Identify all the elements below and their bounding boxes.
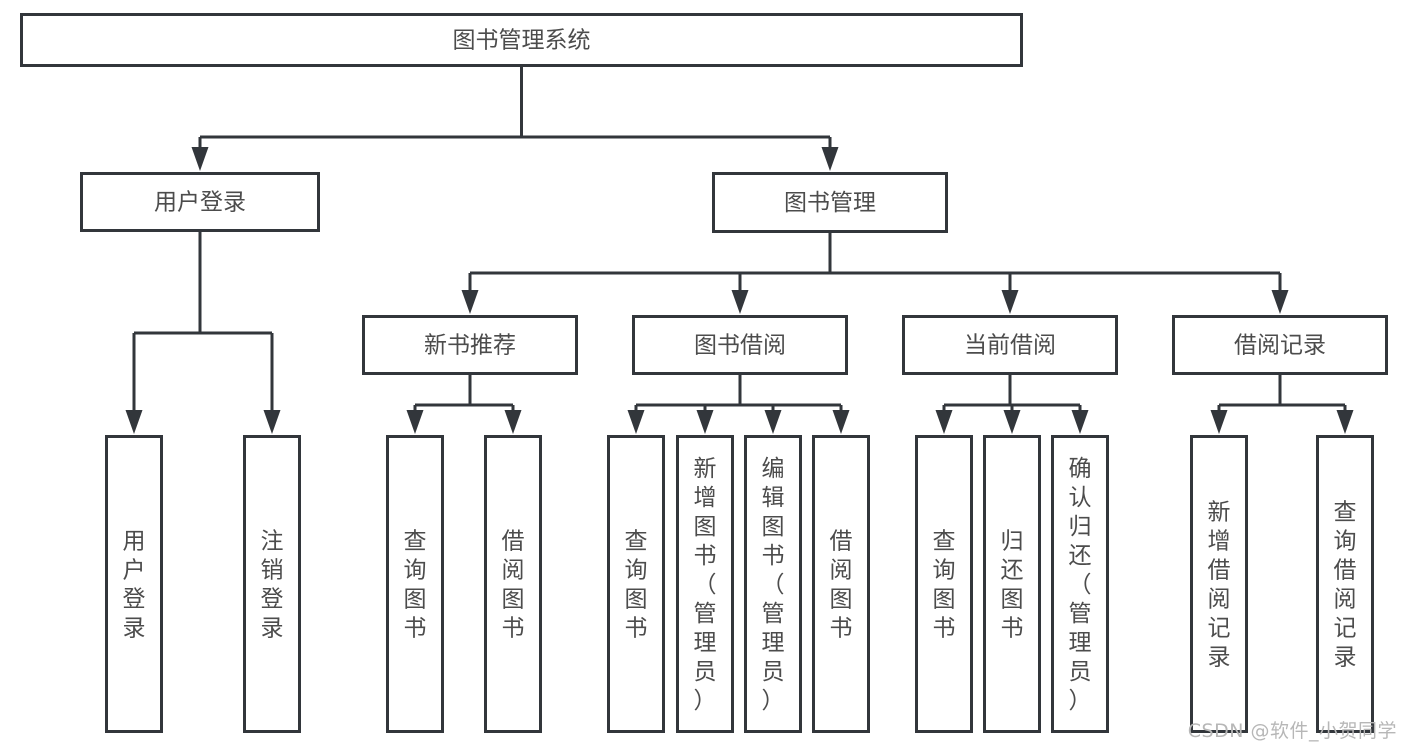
node-box[interactable] [676,435,734,733]
arrow-head-icon [1003,410,1021,434]
node-box[interactable] [1172,315,1388,375]
node-box[interactable] [80,172,320,232]
arrow-head-icon [191,147,209,171]
connector-group-l2_0 [406,375,522,434]
node-box[interactable] [105,435,163,733]
node-leaf_9[interactable]: 归还图书 [983,435,1041,733]
arrow-head-icon [406,410,424,434]
node-leaf_11[interactable]: 新增借阅记录 [1190,435,1248,733]
arrow-head-icon [731,290,749,314]
connector-group-l2_2 [935,375,1089,434]
node-l2_2[interactable]: 当前借阅 [902,315,1118,375]
arrow-head-icon [1336,410,1354,434]
node-label: 注销登录 [261,529,284,642]
arrow-head-icon [1001,290,1019,314]
node-root[interactable]: 图书管理系统 [20,13,1023,67]
arrow-head-icon [504,410,522,434]
node-label: 图书管理系统 [453,28,591,54]
node-label: 查询图书 [625,529,648,642]
node-label: 新书推荐 [424,333,516,359]
node-label: 当前借阅 [964,333,1056,359]
connector-group-l2_1 [627,375,850,434]
watermark-text: CSDN @软件_小贺同学 [1187,720,1397,742]
node-box[interactable] [362,315,578,375]
arrow-head-icon [627,410,645,434]
connector-group-l2_3 [1210,375,1354,434]
node-label: 归还图书 [1001,529,1024,642]
node-box[interactable] [983,435,1041,733]
node-box[interactable] [812,435,870,733]
connector-group-l1_0 [125,232,281,434]
arrow-head-icon [764,410,782,434]
node-label: 编辑图书（管理员） [762,456,785,714]
connector-layer [125,67,1354,434]
arrow-head-icon [1271,290,1289,314]
node-l1_1[interactable]: 图书管理 [712,172,948,233]
arrow-head-icon [125,410,143,434]
node-label: 确认归还（管理员） [1069,456,1092,714]
node-leaf_3[interactable]: 借阅图书 [484,435,542,733]
node-box[interactable] [902,315,1118,375]
node-label: 图书借阅 [694,333,786,359]
arrow-head-icon [821,147,839,171]
node-leaf_5[interactable]: 新增图书（管理员） [676,435,734,733]
node-box[interactable] [243,435,301,733]
node-leaf_6[interactable]: 编辑图书（管理员） [744,435,802,733]
node-l2_0[interactable]: 新书推荐 [362,315,578,375]
node-box[interactable] [607,435,665,733]
node-leaf_12[interactable]: 查询借阅记录 [1316,435,1374,733]
node-box[interactable] [915,435,973,733]
arrow-head-icon [263,410,281,434]
arrow-head-icon [935,410,953,434]
node-label: 新增图书（管理员） [694,456,717,714]
node-l2_3[interactable]: 借阅记录 [1172,315,1388,375]
node-label: 借阅图书 [830,529,853,642]
node-label: 用户登录 [154,190,246,216]
node-layer: 图书管理系统用户登录图书管理新书推荐图书借阅当前借阅借阅记录用户登录注销登录查询… [20,13,1388,733]
arrow-head-icon [1071,410,1089,434]
node-box[interactable] [484,435,542,733]
node-leaf_4[interactable]: 查询图书 [607,435,665,733]
node-box[interactable] [1190,435,1248,733]
node-label: 图书管理 [784,190,876,216]
arrow-head-icon [696,410,714,434]
node-label: 查询图书 [933,529,956,642]
node-leaf_10[interactable]: 确认归还（管理员） [1051,435,1109,733]
node-box[interactable] [712,172,948,233]
node-leaf_8[interactable]: 查询图书 [915,435,973,733]
node-box[interactable] [1316,435,1374,733]
arrow-head-icon [1210,410,1228,434]
node-leaf_7[interactable]: 借阅图书 [812,435,870,733]
node-box[interactable] [1051,435,1109,733]
node-leaf_0[interactable]: 用户登录 [105,435,163,733]
node-box[interactable] [632,315,848,375]
node-label: 查询借阅记录 [1334,500,1357,671]
node-l2_1[interactable]: 图书借阅 [632,315,848,375]
connector-group-root [191,67,839,171]
node-label: 用户登录 [123,529,146,642]
node-label: 查询图书 [404,529,427,642]
node-box[interactable] [386,435,444,733]
node-leaf_2[interactable]: 查询图书 [386,435,444,733]
node-label: 新增借阅记录 [1208,500,1231,671]
connector-group-l1_1 [461,233,1289,314]
node-label: 借阅记录 [1234,333,1326,359]
node-box[interactable] [20,13,1023,67]
arrow-head-icon [832,410,850,434]
arrow-head-icon [461,290,479,314]
node-leaf_1[interactable]: 注销登录 [243,435,301,733]
node-label: 借阅图书 [502,529,525,642]
node-box[interactable] [744,435,802,733]
node-l1_0[interactable]: 用户登录 [80,172,320,232]
